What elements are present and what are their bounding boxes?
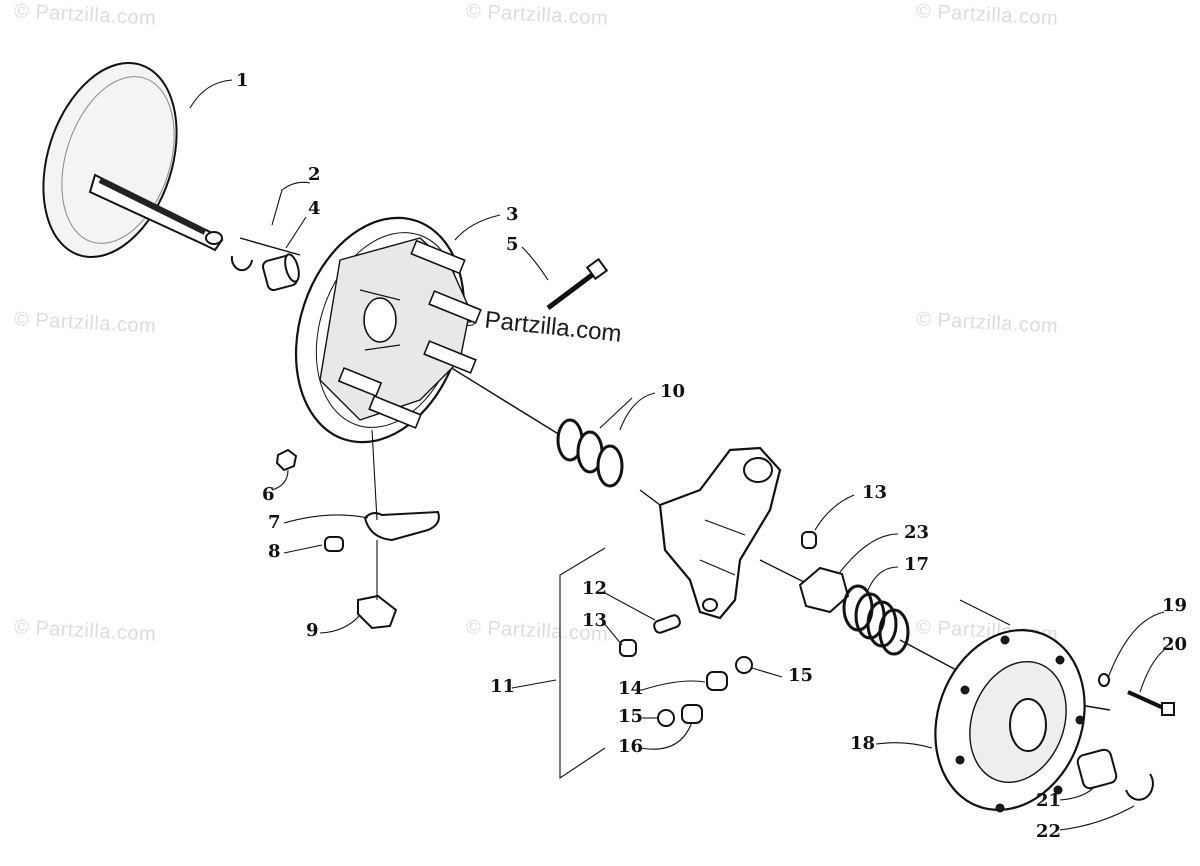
group-11-bracket [559, 547, 606, 780]
part-10-shims [556, 418, 624, 488]
callout-label: 22 [1036, 821, 1062, 842]
callout-label: 5 [506, 234, 519, 255]
callout-label: 2 [308, 164, 321, 185]
part-3-moveable-sheave [294, 216, 482, 444]
callout-label: 12 [582, 578, 608, 599]
part-4-bushing [261, 253, 300, 292]
callout-label: 3 [506, 204, 519, 225]
callout-label: 4 [308, 198, 321, 219]
part-22-snap-ring [1125, 773, 1154, 801]
part-20-bolt [1127, 690, 1175, 716]
callout-label: 19 [1162, 595, 1188, 616]
part-2-snap-ring [230, 255, 253, 272]
leader-lines [189, 79, 1165, 831]
callout-label: 8 [268, 541, 281, 562]
callout-label: 16 [618, 736, 644, 757]
callout-label: 7 [268, 512, 281, 533]
callout-label: 13 [582, 610, 608, 631]
callout-label: 6 [262, 484, 275, 505]
part-13-bushing-lower [619, 639, 637, 657]
callout-label: 20 [1162, 634, 1188, 655]
callout-label: 15 [618, 706, 644, 727]
part-19-washer [1098, 673, 1110, 687]
part-12-pin [653, 614, 681, 634]
callout-label: 9 [306, 620, 319, 641]
part-6-nut [275, 448, 298, 472]
callout-label: 23 [904, 522, 930, 543]
part-1-sheave [42, 61, 224, 259]
part-15-washer [735, 656, 753, 674]
part-21-bushing [1076, 748, 1118, 790]
part-8-pin [324, 536, 344, 552]
part-18-cover [934, 599, 1086, 813]
callout-label: 13 [862, 482, 888, 503]
part-7-weight [363, 510, 440, 542]
part-14-roller [706, 671, 728, 691]
callout-label: 11 [490, 676, 516, 697]
callout-label: 17 [904, 554, 930, 575]
part-13-bushing [801, 531, 817, 549]
part-23-nut [798, 566, 850, 614]
part-9-clip [357, 594, 398, 630]
callout-label: 10 [660, 381, 686, 402]
callout-label: 15 [788, 665, 814, 686]
callout-label: 14 [618, 678, 644, 699]
part-11-cam-arm [658, 446, 782, 620]
callout-label: 18 [850, 733, 876, 754]
callout-label: 21 [1036, 790, 1062, 811]
part-17-spring [842, 584, 910, 656]
part-5-bolt [546, 257, 609, 310]
part-16-spacer [681, 704, 703, 724]
callout-label: 1 [236, 70, 249, 91]
part-15-washer-lower [657, 709, 675, 727]
